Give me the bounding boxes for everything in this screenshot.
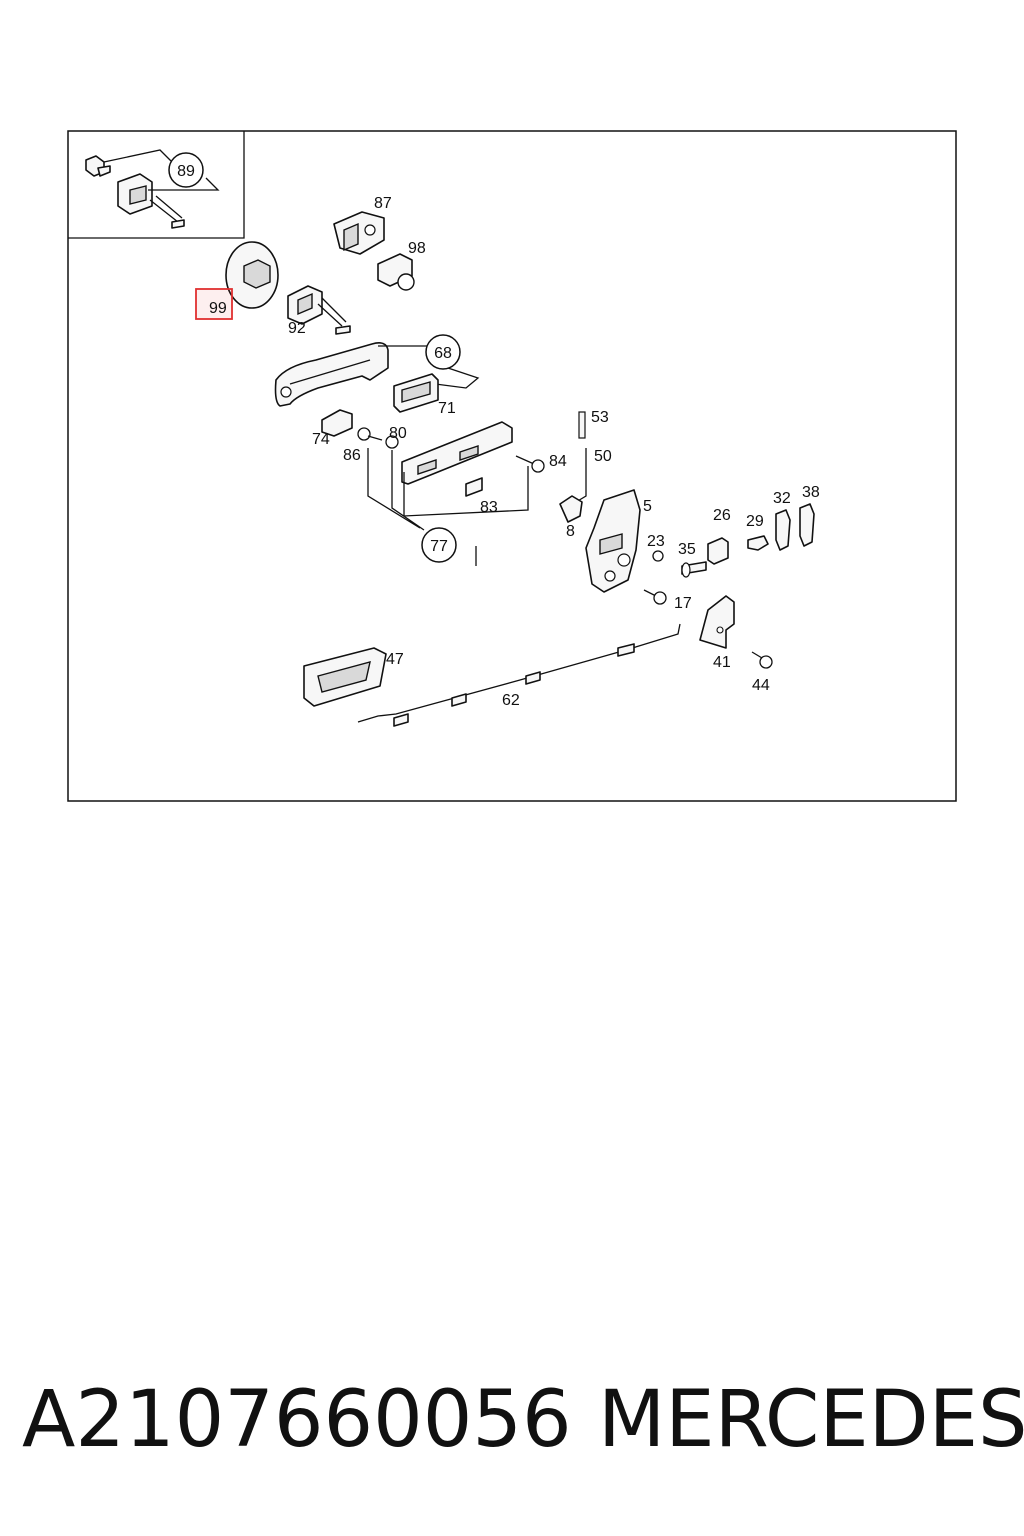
label-68: 68 (434, 345, 452, 362)
label-29: 29 (746, 513, 764, 530)
striker-plate-icon (699, 595, 735, 649)
bolt-35-icon (681, 561, 707, 578)
inner-door-handle-icon (303, 647, 387, 707)
bowden-cable-icon (357, 623, 681, 727)
pin-icon (578, 411, 586, 439)
highlight-box-99 (195, 288, 233, 320)
handle-bracket-icon (333, 211, 385, 255)
screw-icon (357, 427, 383, 441)
part-number: A2107660056 (22, 1375, 572, 1465)
label-47: 47 (386, 651, 404, 668)
lock-rod-icon (575, 448, 587, 503)
parts-diagram: 89 87 98 99 92 68 71 (67, 130, 957, 802)
label-32: 32 (773, 490, 791, 507)
label-86: 86 (343, 447, 361, 464)
label-80: 80 (389, 425, 407, 442)
striker-bracket-icon (707, 537, 729, 565)
plate-32-icon (775, 509, 791, 551)
callout-77: 77 (421, 527, 457, 563)
label-87: 87 (374, 195, 392, 212)
lock-cylinder-icon (117, 173, 185, 229)
label-99: 99 (209, 300, 227, 317)
handle-carrier-icon (401, 421, 513, 497)
callout-89: 89 (168, 152, 204, 188)
label-44: 44 (752, 677, 770, 694)
door-lock-mechanism-icon (585, 489, 641, 593)
end-cap-icon (377, 253, 415, 291)
outer-door-handle-icon (274, 342, 389, 407)
label-74: 74 (312, 431, 330, 448)
label-8: 8 (566, 523, 575, 540)
handle-trim-icon (393, 373, 439, 413)
label-98: 98 (408, 240, 426, 257)
label-89: 89 (177, 163, 195, 180)
callout-68: 68 (425, 334, 461, 370)
label-84: 84 (549, 453, 567, 470)
lock-cylinder-92-icon (287, 285, 351, 335)
label-92: 92 (288, 320, 306, 337)
label-5: 5 (643, 498, 652, 515)
bolt-icon (515, 455, 545, 473)
screw-17-icon (643, 589, 667, 605)
label-41: 41 (713, 654, 731, 671)
plate-38-icon (799, 503, 815, 547)
label-38: 38 (802, 484, 820, 501)
screw-23-icon (652, 550, 664, 562)
label-77: 77 (430, 538, 448, 555)
label-26: 26 (713, 507, 731, 524)
label-71: 71 (438, 400, 456, 417)
bracket-29-icon (747, 535, 769, 551)
inset-frame (68, 131, 245, 239)
label-53: 53 (591, 409, 609, 426)
footer: A2107660056 MERCEDES (0, 1370, 1024, 1480)
diagram-frame (67, 130, 957, 802)
brand-name: MERCEDES (598, 1375, 1024, 1465)
label-50: 50 (594, 448, 612, 465)
clip-icon (321, 409, 353, 437)
cover-disc-icon (225, 241, 279, 309)
key-icon (85, 155, 111, 177)
label-83: 83 (480, 499, 498, 516)
screw-44-icon (751, 651, 773, 669)
label-35: 35 (678, 541, 696, 558)
label-17: 17 (674, 595, 692, 612)
label-23: 23 (647, 533, 665, 550)
rod-clip-icon (559, 495, 583, 523)
label-62: 62 (502, 692, 520, 709)
nut-icon (385, 435, 399, 449)
